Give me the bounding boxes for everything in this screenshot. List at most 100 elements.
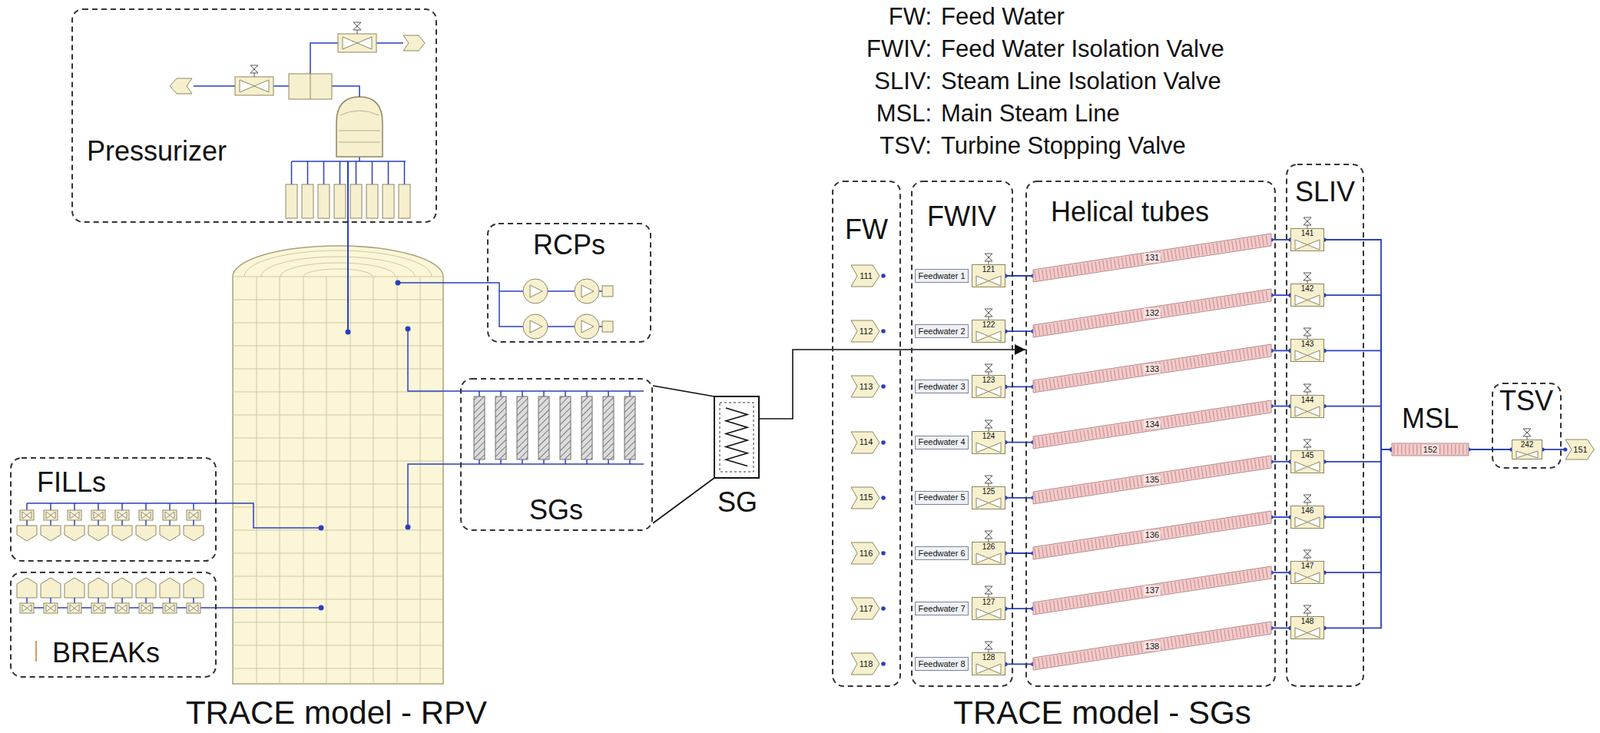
component-number: 131	[1143, 252, 1161, 263]
feedwater-label: Feedwater 7	[917, 603, 965, 614]
pipe-connector	[1324, 406, 1392, 450]
component-number: 138	[1143, 641, 1161, 652]
group-label: BREAKs	[52, 636, 160, 669]
component-number: 133	[1143, 364, 1161, 375]
feedwater-box: Feedwater 7	[914, 601, 969, 616]
pipe-connector	[1324, 294, 1392, 450]
valve-box: 128	[971, 652, 1006, 676]
pipe-connector	[1271, 516, 1291, 518]
abbreviation: SLIV:	[874, 67, 932, 96]
abbreviation: FW:	[888, 3, 932, 31]
component-number: 151	[1573, 444, 1587, 455]
boundary-fill: 151	[1565, 439, 1597, 460]
boundary-fill: 111	[851, 265, 882, 287]
part-label: MSL	[1401, 402, 1459, 434]
pipe-connector	[1271, 571, 1291, 574]
component-number: 145	[1301, 450, 1315, 461]
pipe-connector	[1324, 239, 1392, 450]
component-number: 121	[982, 265, 996, 275]
feedwater-label: Feedwater 3	[917, 381, 965, 392]
feedwater-label: Feedwater 6	[917, 548, 965, 559]
feedwater-label: Feedwater 1	[917, 271, 965, 282]
pipe-connector	[1005, 274, 1034, 277]
component-number: 112	[859, 326, 874, 337]
feedwater-box: Feedwater 6	[914, 546, 969, 560]
feedwater-box: Feedwater 1	[914, 268, 969, 283]
valve-box: 144	[1290, 394, 1325, 418]
pipe-connector	[1005, 441, 1034, 444]
feedwater-box: Feedwater 4	[914, 435, 969, 450]
tube-pipe: 137	[1033, 563, 1272, 618]
steam-generators-drawing	[405, 326, 645, 531]
pipe-connector	[1468, 448, 1512, 451]
feedwater-box: Feedwater 3	[914, 379, 969, 394]
valve-box: 145	[1290, 450, 1325, 474]
component-number: 115	[859, 492, 874, 503]
tube-pipe: 138	[1033, 618, 1272, 673]
component-number: 146	[1301, 506, 1315, 516]
valve-box: 124	[971, 430, 1006, 454]
component-number: 132	[1143, 308, 1161, 319]
valve-box: 146	[1290, 505, 1325, 529]
valve-box: 148	[1290, 616, 1325, 640]
group-label: Helical tubes	[1050, 195, 1210, 228]
boundary-fill: 117	[851, 597, 882, 620]
component-label: SG	[717, 486, 758, 518]
feedwater-box: Feedwater 2	[914, 324, 969, 338]
pipe-connector	[1005, 552, 1034, 554]
group-label: FILLs	[36, 466, 107, 498]
boundary-fill: 114	[851, 431, 882, 454]
valve-box: 122	[971, 319, 1006, 343]
valve-box: 142	[1290, 283, 1325, 307]
component-number: 242	[1520, 440, 1534, 450]
coolant-pumps-drawing	[395, 278, 614, 339]
component-number: 135	[1143, 474, 1161, 485]
group-label: SLIV	[1295, 175, 1355, 208]
tube-pipe: 136	[1033, 507, 1272, 563]
group-label: FW	[844, 213, 888, 246]
abbreviation-meaning: Main Steam Line	[940, 99, 1120, 128]
group-box: Pressurizer	[71, 8, 438, 223]
group-box: SGs	[460, 377, 653, 531]
boundary-fill: 112	[851, 320, 882, 342]
pipe-connector	[1324, 449, 1392, 628]
group-label: TSV	[1499, 384, 1554, 417]
component-number: 134	[1143, 419, 1161, 430]
component-number: 142	[1301, 284, 1315, 294]
zoom-connector	[652, 385, 715, 397]
pipe-connector	[1271, 626, 1291, 629]
pipe-connector	[1271, 349, 1291, 352]
component-number: 141	[1301, 228, 1315, 239]
group-box: FW111112113114115116117118	[831, 180, 902, 687]
feedwater-label: Feedwater 8	[917, 659, 965, 670]
component-number: 127	[982, 597, 996, 607]
component-number: 126	[982, 542, 996, 552]
pressurizer-drawing	[169, 22, 425, 335]
tube-pipe: 133	[1033, 341, 1272, 396]
abbreviation-meaning: Turbine Stopping Valve	[940, 132, 1186, 160]
component-number: 144	[1301, 395, 1315, 405]
component-number: 116	[859, 548, 874, 559]
boundary-fill: 113	[851, 375, 882, 398]
valve-box: 141	[1290, 228, 1325, 252]
feedwater-label: Feedwater 5	[917, 492, 965, 503]
valve-box: 126	[971, 541, 1006, 565]
feedwater-label: Feedwater 4	[917, 437, 965, 448]
component-number: 117	[859, 603, 874, 614]
boundary-fill: 116	[851, 542, 882, 564]
component-number: 113	[859, 381, 874, 392]
group-box: BREAKs	[9, 571, 217, 678]
valve-box: 125	[971, 486, 1006, 510]
pipe-connector	[1271, 405, 1291, 408]
component-number: 147	[1301, 561, 1315, 571]
pipe-connector	[1271, 238, 1291, 241]
group-label: SGs	[529, 493, 584, 526]
steam-generator-box: SG	[710, 395, 765, 519]
component-number: 125	[982, 486, 996, 497]
component-number: 136	[1143, 530, 1161, 540]
pipe-connector	[1005, 496, 1034, 499]
component-number: 122	[982, 320, 996, 330]
abbreviation-meaning: Feed Water	[940, 3, 1065, 31]
